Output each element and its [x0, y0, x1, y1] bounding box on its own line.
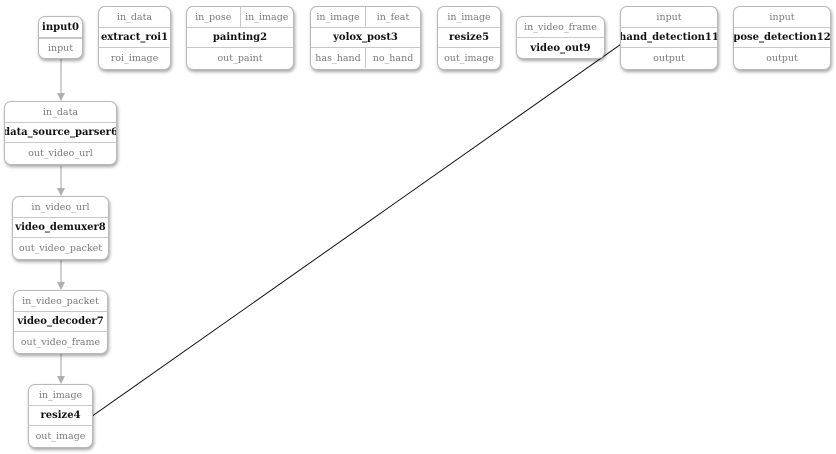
output-port[interactable]: out_paint	[217, 52, 263, 64]
input-port[interactable]: in_video_url	[31, 201, 90, 213]
output-port[interactable]: out_video_frame	[20, 336, 101, 348]
edge-resize4-to-hand-detection11	[60, 15, 662, 439]
node-resize4[interactable]: in_image resize4 out_image	[28, 384, 93, 448]
input-port[interactable]: in_image	[38, 389, 83, 401]
node-title: video_decoder7	[14, 311, 107, 332]
input-port[interactable]: input	[769, 11, 795, 23]
input-port[interactable]: in_pose	[195, 11, 232, 23]
node-painting2[interactable]: in_pose in_image painting2 out_paint	[186, 6, 294, 70]
node-title: input0	[39, 17, 82, 38]
node-hand-detection11[interactable]: input hand_detection11 output	[620, 6, 718, 70]
output-port[interactable]: out_video_url	[28, 147, 93, 159]
node-pose-detection12[interactable]: input pose_detection12 output	[733, 6, 831, 70]
node-title: resize4	[29, 405, 92, 426]
node-title: hand_detection11	[621, 27, 717, 48]
node-title: pose_detection12	[734, 27, 830, 48]
input-port[interactable]: input	[656, 11, 682, 23]
node-resize5[interactable]: in_image resize5 out_image	[437, 6, 501, 70]
node-data-source-parser6[interactable]: in_data data_source_parser6 out_video_ur…	[4, 101, 117, 165]
node-video-out9[interactable]: in_video_frame video_out9	[516, 16, 605, 59]
node-title: extract_roi1	[99, 27, 170, 48]
node-yolox-post3[interactable]: in_image in_feat yolox_post3 has_hand no…	[310, 6, 421, 70]
output-port[interactable]: has_hand	[315, 52, 361, 64]
node-title: resize5	[438, 27, 500, 48]
input-port[interactable]: in_feat	[365, 7, 420, 27]
output-port[interactable]: no_hand	[365, 48, 420, 68]
input-port[interactable]: in_video_packet	[22, 295, 99, 307]
node-video-demuxer8[interactable]: in_video_url video_demuxer8 out_video_pa…	[12, 196, 109, 260]
output-port[interactable]: out_image	[35, 430, 86, 442]
node-title: painting2	[187, 27, 293, 48]
output-port[interactable]: out_video_packet	[18, 242, 103, 254]
input-port[interactable]: in_data	[116, 11, 153, 23]
input-port[interactable]: in_image	[316, 11, 360, 23]
node-title: data_source_parser6	[5, 122, 116, 143]
input-port[interactable]: in_data	[42, 106, 79, 118]
node-video-decoder7[interactable]: in_video_packet video_decoder7 out_video…	[13, 290, 108, 354]
node-extract-roi1[interactable]: in_data extract_roi1 roi_image	[98, 6, 171, 70]
output-port[interactable]: out_image	[444, 52, 494, 64]
output-port[interactable]: output	[766, 52, 798, 64]
input-port[interactable]: in_image	[239, 7, 294, 27]
node-title: video_out9	[517, 37, 604, 58]
node-title: video_demuxer8	[13, 217, 108, 238]
output-port[interactable]: output	[653, 52, 685, 64]
node-input0[interactable]: input0 input	[38, 16, 83, 59]
input-port[interactable]: in_image	[447, 11, 491, 23]
input-port[interactable]: in_video_frame	[524, 21, 597, 33]
output-port[interactable]: input	[39, 38, 82, 58]
node-title: yolox_post3	[311, 27, 420, 48]
output-port[interactable]: roi_image	[110, 52, 159, 64]
